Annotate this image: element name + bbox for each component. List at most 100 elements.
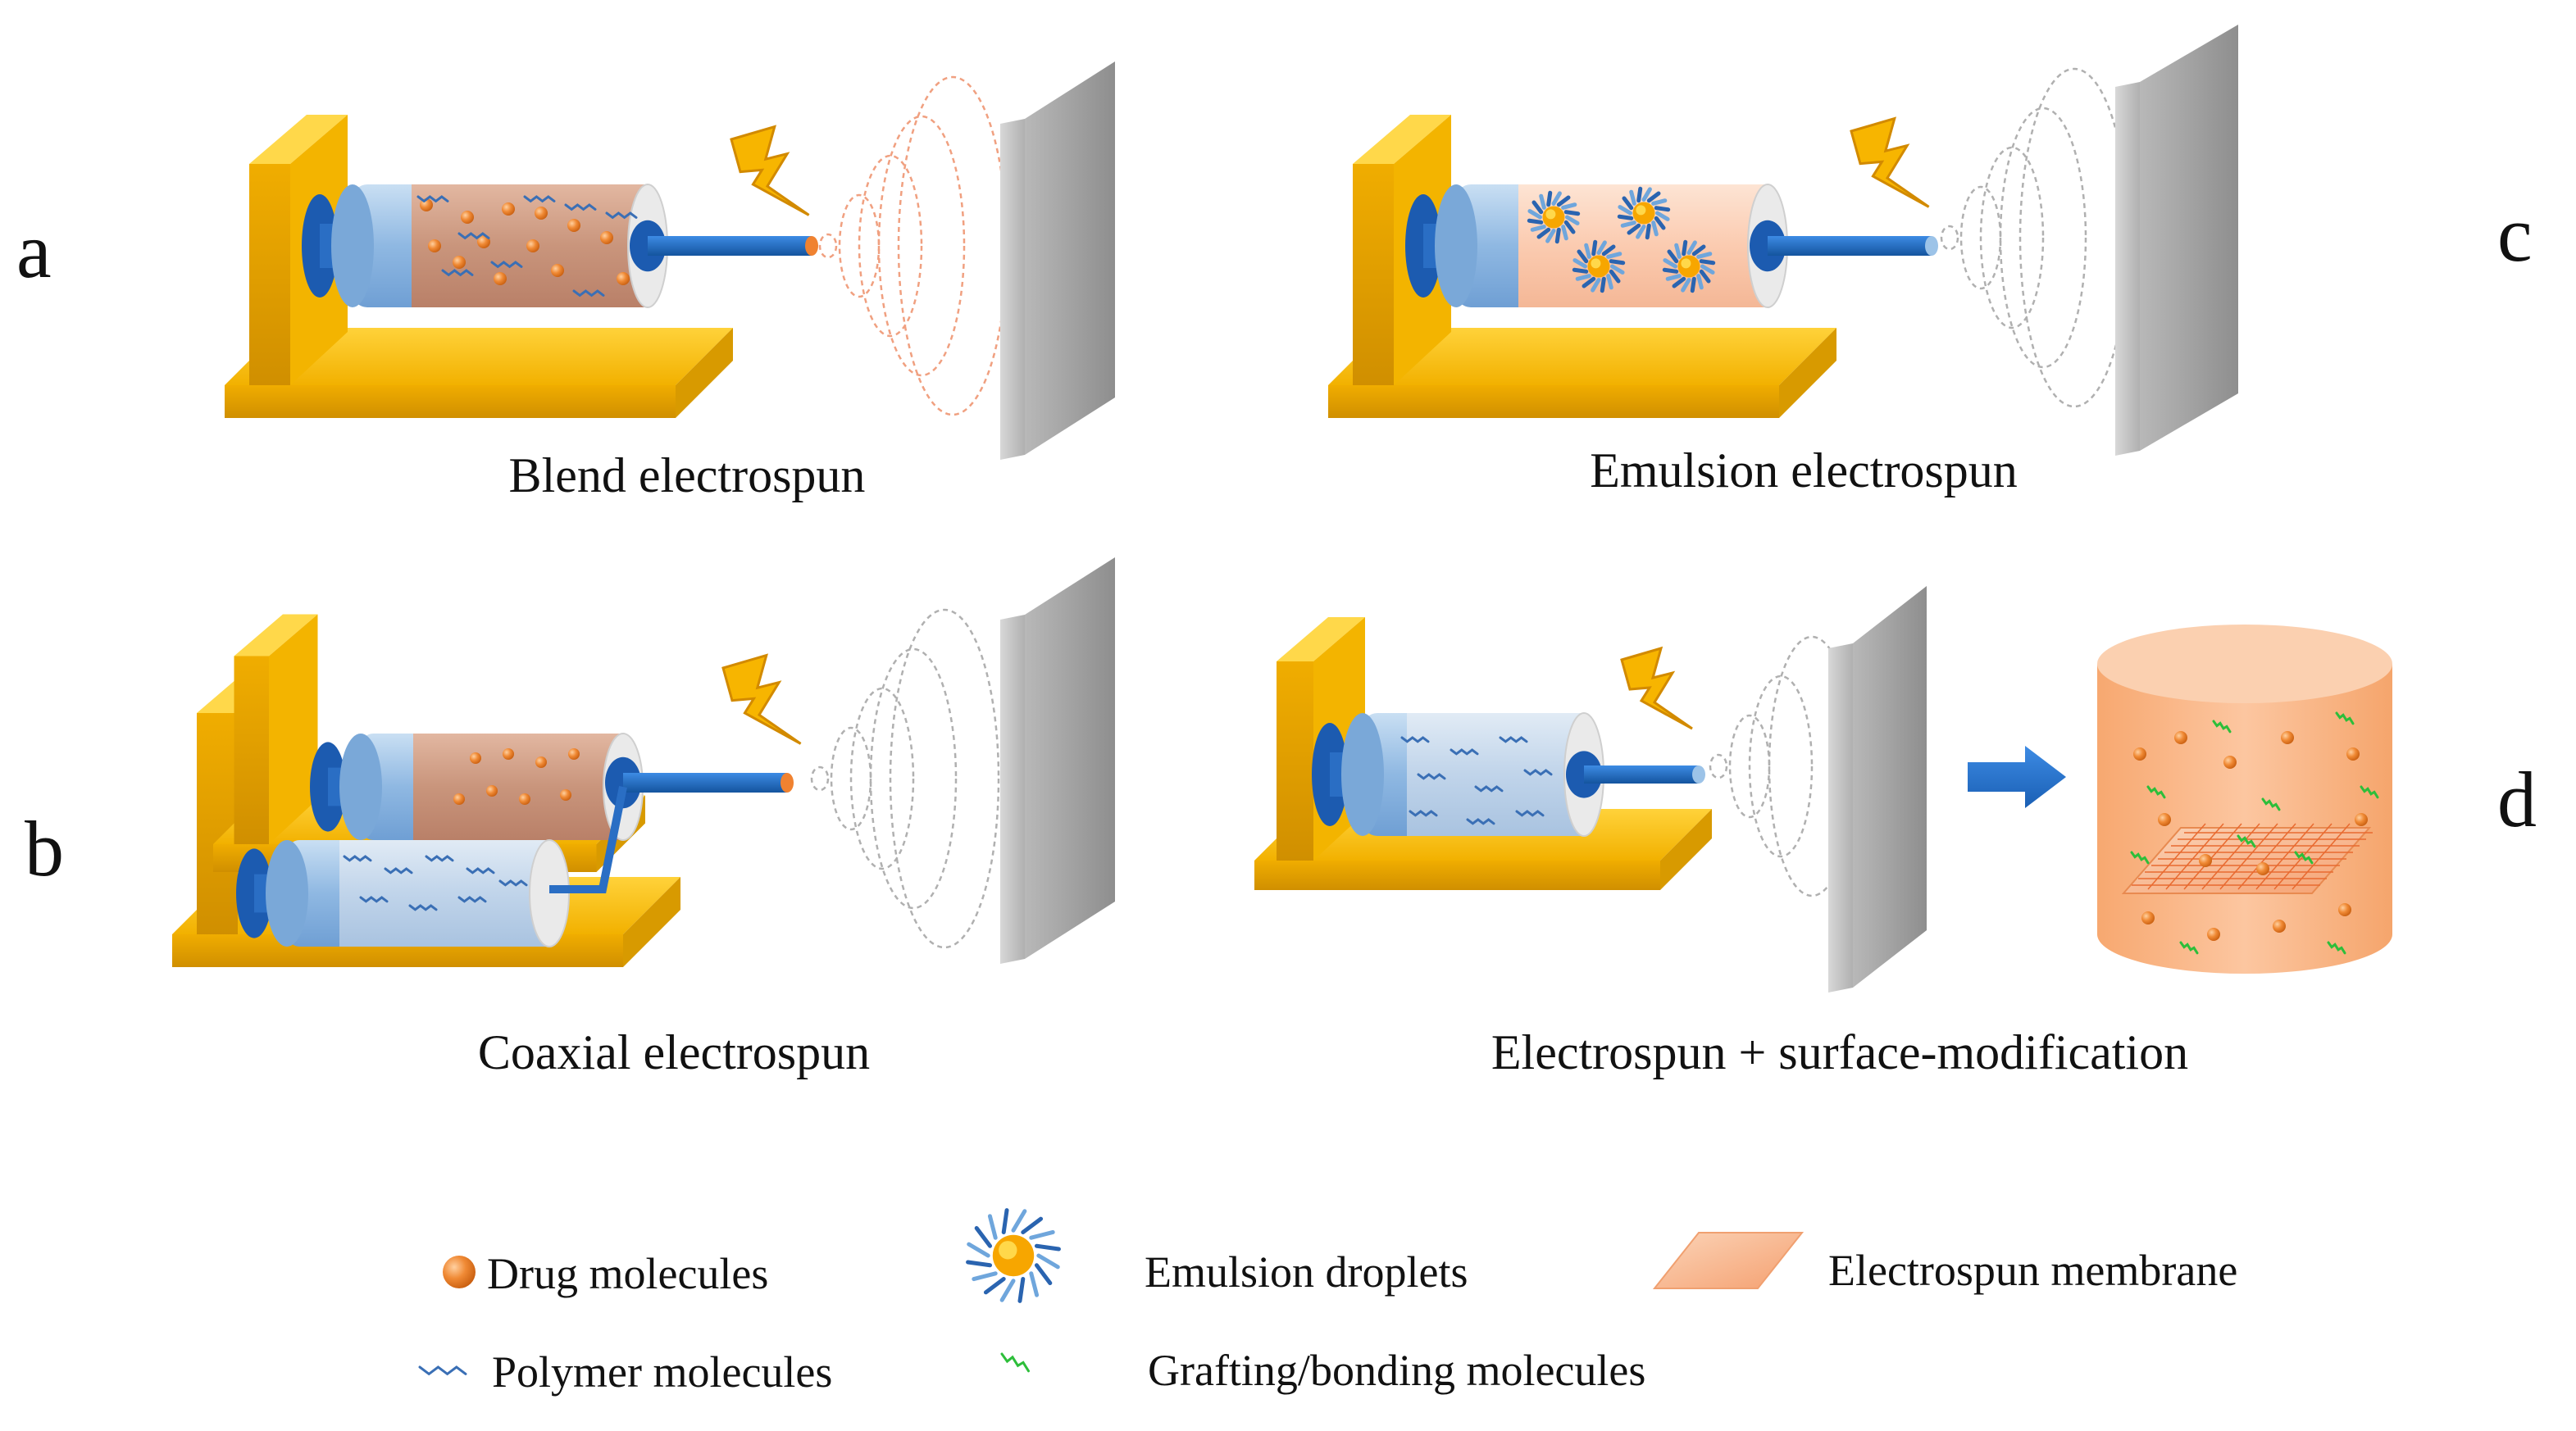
surfactant-chain [1690,276,1696,293]
drug-molecule [2158,813,2171,826]
stand-base-top [1328,328,1836,385]
polymer-molecule [1466,818,1495,825]
lightning-bolt-d [1620,646,1693,730]
jet-d-loop [1728,714,1771,819]
lightning-bolt-a [730,125,810,216]
surfactant-chain [1700,264,1715,275]
polymer-molecule [498,879,528,887]
collector-d-face [1853,586,1927,988]
drug-molecule [2207,928,2220,941]
surfactant-chain [1545,229,1556,243]
surfactant-chain [1620,220,1636,228]
droplet-core-highlight [1681,258,1691,269]
surfactant-chain [1663,258,1677,269]
droplet-core-highlight [999,1241,1017,1260]
surfactant-chain [1531,200,1544,215]
polymer-molecule [416,195,449,203]
surfactant-chain [1034,1263,1053,1286]
surfactant-chain [1029,1271,1040,1297]
drug-molecule [2281,731,2294,744]
stand-upright-top [234,614,318,656]
needle-c-shaft [1768,236,1932,256]
membrane-fiber [2201,823,2260,890]
polymer-molecule [457,232,490,240]
surfactant-chain [1591,278,1601,293]
jet-a-loop [818,233,838,259]
polymer-molecule [1499,736,1528,743]
modification-bath-top [2097,625,2392,703]
lightning-bolt-b [721,653,802,745]
surfactant-chain [1556,195,1571,207]
surfactant-chain [1561,202,1577,210]
surfactant-chain [1029,1229,1055,1240]
panel-c-emulsion [1328,25,2238,456]
surfactant-chain [1617,214,1634,220]
membrane-fiber [2219,823,2278,890]
grafting-molecule [2327,941,2346,955]
jet-c-loop [1979,146,2045,329]
surfactant-chain [972,1271,998,1282]
surfactant-chain [1691,244,1706,257]
surfactant-chain [967,1242,990,1258]
needle-b-shaft [623,773,787,793]
stand-upright-front [249,164,290,385]
polymer-molecule [490,261,523,269]
surfactant-chain [1651,198,1668,206]
polymer-molecule [1523,769,1553,776]
legend-label-drug: Drug molecules [487,1249,768,1298]
surfactant-chain [987,1214,998,1240]
collector-a-face [1025,61,1115,455]
drug-molecule [2141,911,2155,924]
membrane-fiber [2255,823,2314,890]
stand-base-top [225,328,733,385]
collector-c-edge [2115,82,2140,456]
stand-base-front [1328,385,1779,418]
needle-a-tip [805,236,818,256]
polymer-molecule [1474,785,1504,793]
surfactant-chain [1645,223,1651,240]
drug-molecule [2346,747,2360,761]
surfactant-chain [1618,205,1632,216]
polymer-molecule [564,203,597,211]
polymer-molecule [1450,748,1479,756]
surfactant-chain [1021,1216,1044,1235]
process-arrow [1968,746,2066,808]
droplet-core-highlight [1545,209,1556,220]
membrane-fiber [2292,823,2351,890]
polymer-molecule [425,855,454,862]
surfactant-chain [1001,1208,1009,1235]
surfactant-chain [1527,218,1544,225]
drug-molecule [567,219,580,232]
surfactant-chain [1577,249,1589,264]
collector-c-face [2140,25,2238,451]
surfactant-chain [1665,274,1682,281]
surfactant-chain [1646,191,1661,203]
polymer-molecule [1409,810,1438,817]
grafting-molecule [2360,785,2379,799]
membrane-fiber [2237,823,2296,890]
surfactant-chain [1622,196,1634,211]
caption-surface-mod: Electrospun + surface-modification [1491,1025,2188,1079]
emulsion-droplet-icon [966,1208,1061,1303]
grafting-molecule [2261,797,2281,811]
jet-c-loop [1959,185,2002,290]
coaxial-feed-tube [549,786,627,893]
jet-b-loop [810,765,830,792]
polymer-molecule [343,855,372,862]
polymer-molecule [441,269,474,277]
surfactant-chain [1609,259,1626,266]
needle-d-tip [1692,765,1705,784]
needle-d-shaft [1584,765,1699,784]
jet-c-loop [1999,107,2087,369]
legend-label-emulsion: Emulsion droplets [1145,1247,1468,1297]
jet-a-loop [838,193,881,298]
drug-molecule [494,272,507,285]
grafting-molecule [2294,851,2314,865]
legend-icons [418,1208,1805,1376]
panel-b-coaxial [172,557,1115,967]
stand-upright-front [197,713,238,934]
surfactant-chain [1655,211,1670,221]
grafting-molecule [2335,711,2355,725]
jet-b-loop [830,726,872,831]
polymer-molecule [572,289,605,298]
